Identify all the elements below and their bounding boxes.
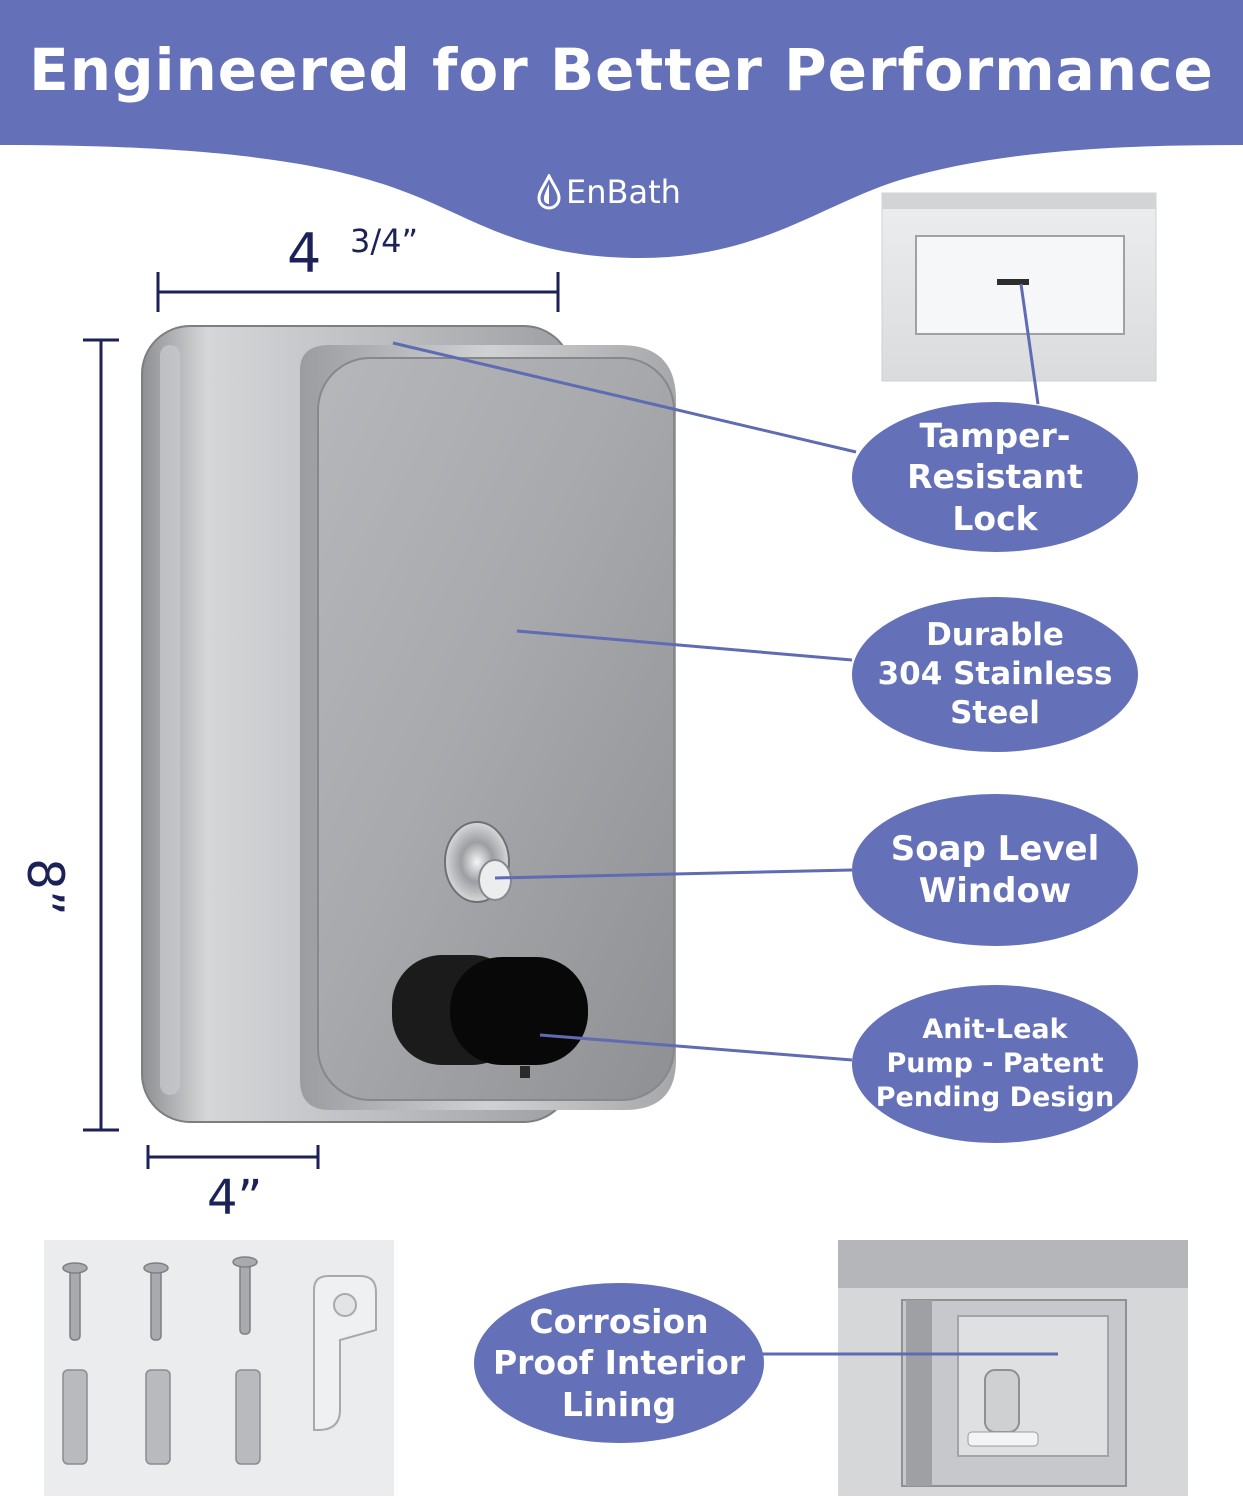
interior-lining-photo [838, 1240, 1188, 1496]
dispenser-body [141, 325, 676, 1123]
callout-soap-level-window: Soap Level Window [852, 794, 1138, 946]
page-title: Engineered for Better Performance [29, 36, 1214, 104]
callout-stainless-steel: Durable 304 Stainless Steel [852, 597, 1138, 752]
lock-closeup-photo [881, 192, 1157, 382]
brand-logo: EnBath [536, 172, 681, 212]
width-top-fraction: 3/4” [350, 222, 419, 260]
callout-tamper-resistant-lock: Tamper- Resistant Lock [852, 402, 1138, 552]
dimension-lines [83, 272, 560, 1169]
callout-connectors [392, 283, 1058, 1356]
width-top-whole: 4 [287, 222, 322, 285]
water-drop-icon [537, 174, 561, 210]
soap-window [444, 821, 512, 903]
callout-corrosion-proof-lining: Corrosion Proof Interior Lining [474, 1283, 764, 1443]
height-label: 8” [15, 858, 74, 916]
brand-name: EnBath [566, 173, 681, 211]
pump-button [392, 955, 588, 1078]
mounting-hardware-photo [44, 1240, 394, 1496]
width-bottom-label: 4” [207, 1170, 263, 1226]
callout-anti-leak-pump: Anit-Leak Pump - Patent Pending Design [852, 985, 1138, 1143]
header-banner [0, 0, 1243, 258]
